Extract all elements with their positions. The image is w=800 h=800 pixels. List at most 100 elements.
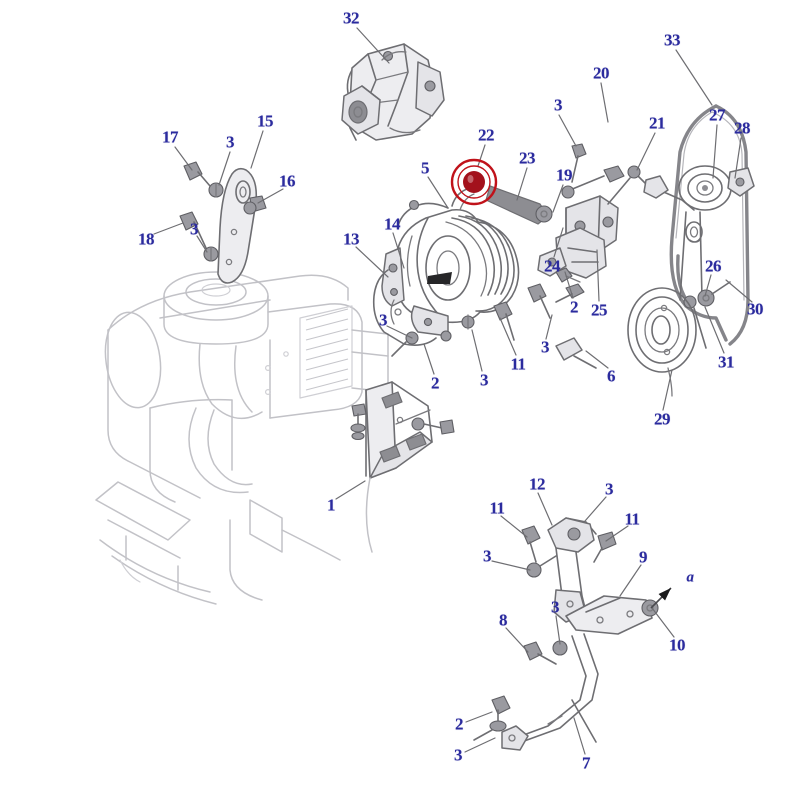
leader-line-23 [516, 167, 528, 201]
callout-number-31[interactable]: 31 [718, 352, 735, 372]
leader-line-29 [662, 369, 673, 411]
callout-number-3[interactable]: 3 [190, 219, 199, 239]
leader-line-28 [734, 137, 742, 179]
leader-line-3 [471, 329, 483, 372]
leader-line-20 [600, 82, 609, 123]
callout-number-7[interactable]: 7 [582, 753, 591, 773]
leader-line-3 [464, 737, 496, 753]
leader-line-3 [386, 325, 413, 339]
callout-number-24[interactable]: 24 [544, 256, 561, 276]
callout-number-30[interactable]: 30 [747, 299, 764, 319]
callout-number-19[interactable]: 19 [556, 165, 573, 185]
leader-line-19 [552, 184, 564, 213]
callout-number-5[interactable]: 5 [421, 158, 430, 178]
callout-number-11[interactable]: 11 [489, 498, 505, 518]
callout-number-18[interactable]: 18 [138, 229, 155, 249]
main-compressor-assembly [372, 187, 520, 346]
leader-line-11 [500, 515, 528, 538]
callout-number-3[interactable]: 3 [379, 310, 388, 330]
callout-number-26[interactable]: 26 [705, 256, 722, 276]
leader-line-11 [605, 525, 629, 542]
leader-line-3 [196, 235, 208, 253]
highlighted-part-marker [450, 158, 498, 206]
callout-number-15[interactable]: 15 [257, 111, 274, 131]
callout-number-20[interactable]: 20 [593, 63, 610, 83]
highlight-part-blob[interactable] [463, 171, 485, 193]
callout-number-9[interactable]: 9 [639, 547, 648, 567]
leader-line-32 [356, 27, 390, 64]
leader-line-5 [427, 176, 449, 209]
callout-number-6[interactable]: 6 [607, 366, 616, 386]
callout-number-32[interactable]: 32 [343, 8, 360, 28]
callout-number-3[interactable]: 3 [480, 370, 489, 390]
leader-line-24 [553, 227, 564, 258]
callout-number-3[interactable]: 3 [226, 132, 235, 152]
leader-line-3 [491, 560, 531, 571]
leader-line-8 [505, 627, 529, 653]
callout-number-a[interactable]: a [686, 569, 695, 586]
callout-number-23[interactable]: 23 [519, 148, 536, 168]
callout-number-2[interactable]: 2 [570, 297, 579, 317]
leader-line-11 [499, 317, 517, 356]
leader-line-22 [477, 144, 486, 167]
callout-number-17[interactable]: 17 [162, 127, 179, 147]
callout-number-12[interactable]: 12 [529, 474, 546, 494]
leader-line-3 [218, 151, 231, 186]
callout-number-3[interactable]: 3 [483, 546, 492, 566]
part-1-mount-bracket [350, 381, 455, 553]
callout-number-13[interactable]: 13 [343, 229, 360, 249]
leader-line-15 [250, 130, 264, 169]
leader-line-3 [555, 615, 561, 645]
callout-number-21[interactable]: 21 [649, 113, 666, 133]
callout-number-3[interactable]: 3 [551, 597, 560, 617]
leader-line-17 [174, 146, 193, 171]
callout-leader-lines [153, 27, 753, 755]
leader-line-14 [392, 232, 405, 269]
callout-number-2[interactable]: 2 [455, 714, 464, 734]
callout-number-14[interactable]: 14 [384, 214, 401, 234]
part-6-clip [555, 337, 597, 369]
leader-line-7 [573, 717, 586, 755]
engine-block-illustration [95, 271, 389, 605]
leader-line-2 [564, 271, 574, 299]
leader-line-27 [712, 124, 718, 179]
callout-number-29[interactable]: 29 [654, 409, 671, 429]
part-32-compressor [341, 43, 445, 141]
leader-line-12 [537, 492, 553, 526]
callout-number-27[interactable]: 27 [709, 105, 726, 125]
leader-line-13 [355, 246, 389, 278]
leader-line-30 [725, 279, 753, 303]
callout-number-28[interactable]: 28 [734, 118, 751, 138]
reference-arrow-a [650, 587, 672, 609]
leader-line-3 [584, 496, 607, 522]
callout-number-16[interactable]: 16 [279, 171, 296, 191]
lower-fastener-group [391, 283, 551, 357]
leader-line-1 [335, 480, 366, 500]
callout-number-3[interactable]: 3 [454, 745, 463, 765]
leader-line-9 [619, 564, 642, 597]
callout-number-11[interactable]: 11 [624, 509, 640, 529]
callout-number-1[interactable]: 1 [327, 495, 336, 515]
callout-number-11[interactable]: 11 [510, 354, 526, 374]
callout-number-2[interactable]: 2 [431, 373, 440, 393]
leader-line-16 [257, 188, 284, 204]
leader-line-6 [585, 350, 609, 369]
callout-number-33[interactable]: 33 [664, 30, 681, 50]
leader-line-3 [558, 114, 577, 147]
leader-line-2 [465, 711, 493, 723]
callout-number-8[interactable]: 8 [499, 610, 508, 630]
callout-number-3[interactable]: 3 [541, 337, 550, 357]
callout-number-10[interactable]: 10 [669, 635, 686, 655]
callout-number-3[interactable]: 3 [554, 95, 563, 115]
leader-line-31 [704, 306, 725, 354]
callout-number-22[interactable]: 22 [478, 125, 495, 145]
callout-number-3[interactable]: 3 [605, 479, 614, 499]
callout-number-25[interactable]: 25 [591, 300, 608, 320]
leader-line-26 [704, 274, 712, 297]
leader-line-10 [651, 607, 675, 638]
adjust-link-assembly [485, 143, 649, 303]
leader-line-18 [153, 222, 184, 235]
